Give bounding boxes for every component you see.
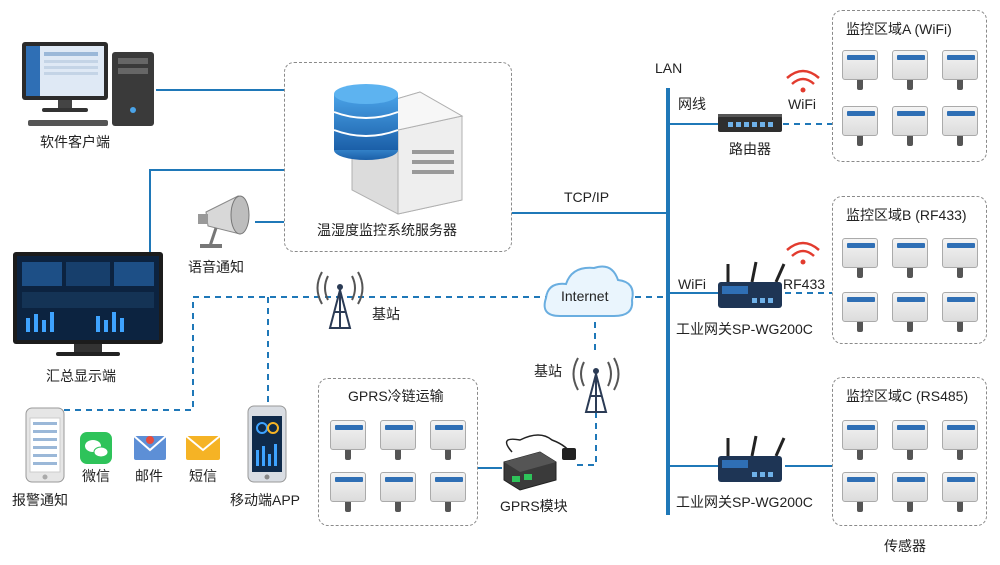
lan-label: LAN <box>655 60 683 76</box>
monitor-icon <box>13 252 163 356</box>
sensor <box>430 472 466 512</box>
server-label: 温湿度监控系统服务器 <box>317 222 457 238</box>
phone-alarm-icon <box>25 407 65 483</box>
sensor <box>842 50 878 90</box>
link-station-mid-module <box>575 412 597 466</box>
sensor <box>892 472 928 512</box>
wechat-icon <box>80 432 112 464</box>
gprs-transport-box <box>318 378 478 526</box>
software-client-label: 软件客户端 <box>40 134 110 150</box>
sensor <box>380 472 416 512</box>
speaker-icon <box>198 195 250 248</box>
zone-c-title: 监控区域C (RS485) <box>846 388 969 404</box>
wifi-left-label: WiFi <box>678 276 706 292</box>
gateway-1-icon <box>718 261 786 308</box>
sms-icon <box>185 435 221 460</box>
rf433-label: RF433 <box>783 276 826 292</box>
sensor <box>942 106 978 146</box>
summary-display-label: 汇总显示端 <box>46 368 116 384</box>
sensor <box>942 50 978 90</box>
sensor <box>892 106 928 146</box>
gateway-2-icon <box>718 435 786 482</box>
sms-label: 短信 <box>189 468 217 484</box>
dashed-links <box>64 123 832 466</box>
sensor <box>892 50 928 90</box>
sensor <box>842 238 878 278</box>
solid-links <box>149 88 832 515</box>
alarm-notice-label: 报警通知 <box>12 492 68 508</box>
voice-notice-label: 语音通知 <box>188 259 244 275</box>
base-station-left-icon <box>316 271 364 329</box>
sensor <box>892 238 928 278</box>
zone-a-box <box>832 10 987 162</box>
server-icon <box>333 84 464 215</box>
wifi-signal-icon <box>786 69 820 93</box>
network-cable-label: 网线 <box>678 96 706 112</box>
sensor <box>842 292 878 332</box>
link-display-server <box>149 169 284 252</box>
base-station-mid-label: 基站 <box>534 363 562 379</box>
zone-b-box <box>832 196 987 344</box>
zone-b-title: 监控区域B (RF433) <box>846 207 967 223</box>
sensor <box>892 420 928 460</box>
gprs-module-icon <box>503 434 576 491</box>
internet-label: Internet <box>561 288 609 304</box>
sensor <box>330 472 366 512</box>
server-group-box <box>284 62 512 252</box>
base-station-mid-icon <box>572 357 620 413</box>
sensor <box>942 420 978 460</box>
sensor <box>842 420 878 460</box>
zone-c-box <box>832 377 987 526</box>
rf433-signal-icon <box>786 241 820 265</box>
phone-app-icon <box>247 405 287 483</box>
sensor <box>942 472 978 512</box>
email-icon <box>133 435 167 460</box>
gprs-module-label: GPRS模块 <box>500 498 568 514</box>
sensor <box>892 292 928 332</box>
tcpip-label: TCP/IP <box>564 189 610 205</box>
sensor <box>330 420 366 460</box>
sensor <box>380 420 416 460</box>
sensor <box>942 292 978 332</box>
mobile-app-label: 移动端APP <box>230 492 301 508</box>
sensor <box>430 420 466 460</box>
wifi-router-label: WiFi <box>788 96 816 112</box>
gprs-transport-label: GPRS冷链运输 <box>348 388 444 404</box>
router-label: 路由器 <box>729 141 771 157</box>
gateway-1-label: 工业网关SP-WG200C <box>676 321 813 337</box>
pc-icon <box>22 42 154 126</box>
gateway-2-label: 工业网关SP-WG200C <box>676 494 813 510</box>
sensors-label: 传感器 <box>884 538 926 554</box>
sensor <box>842 106 878 146</box>
router-icon <box>718 114 782 132</box>
sensor <box>942 238 978 278</box>
wechat-label: 微信 <box>82 468 110 484</box>
email-label: 邮件 <box>135 468 163 484</box>
zone-a-title: 监控区域A (WiFi) <box>846 21 952 37</box>
sensor <box>842 472 878 512</box>
internet-cloud-icon <box>543 265 634 317</box>
base-station-left-label: 基站 <box>372 306 400 322</box>
